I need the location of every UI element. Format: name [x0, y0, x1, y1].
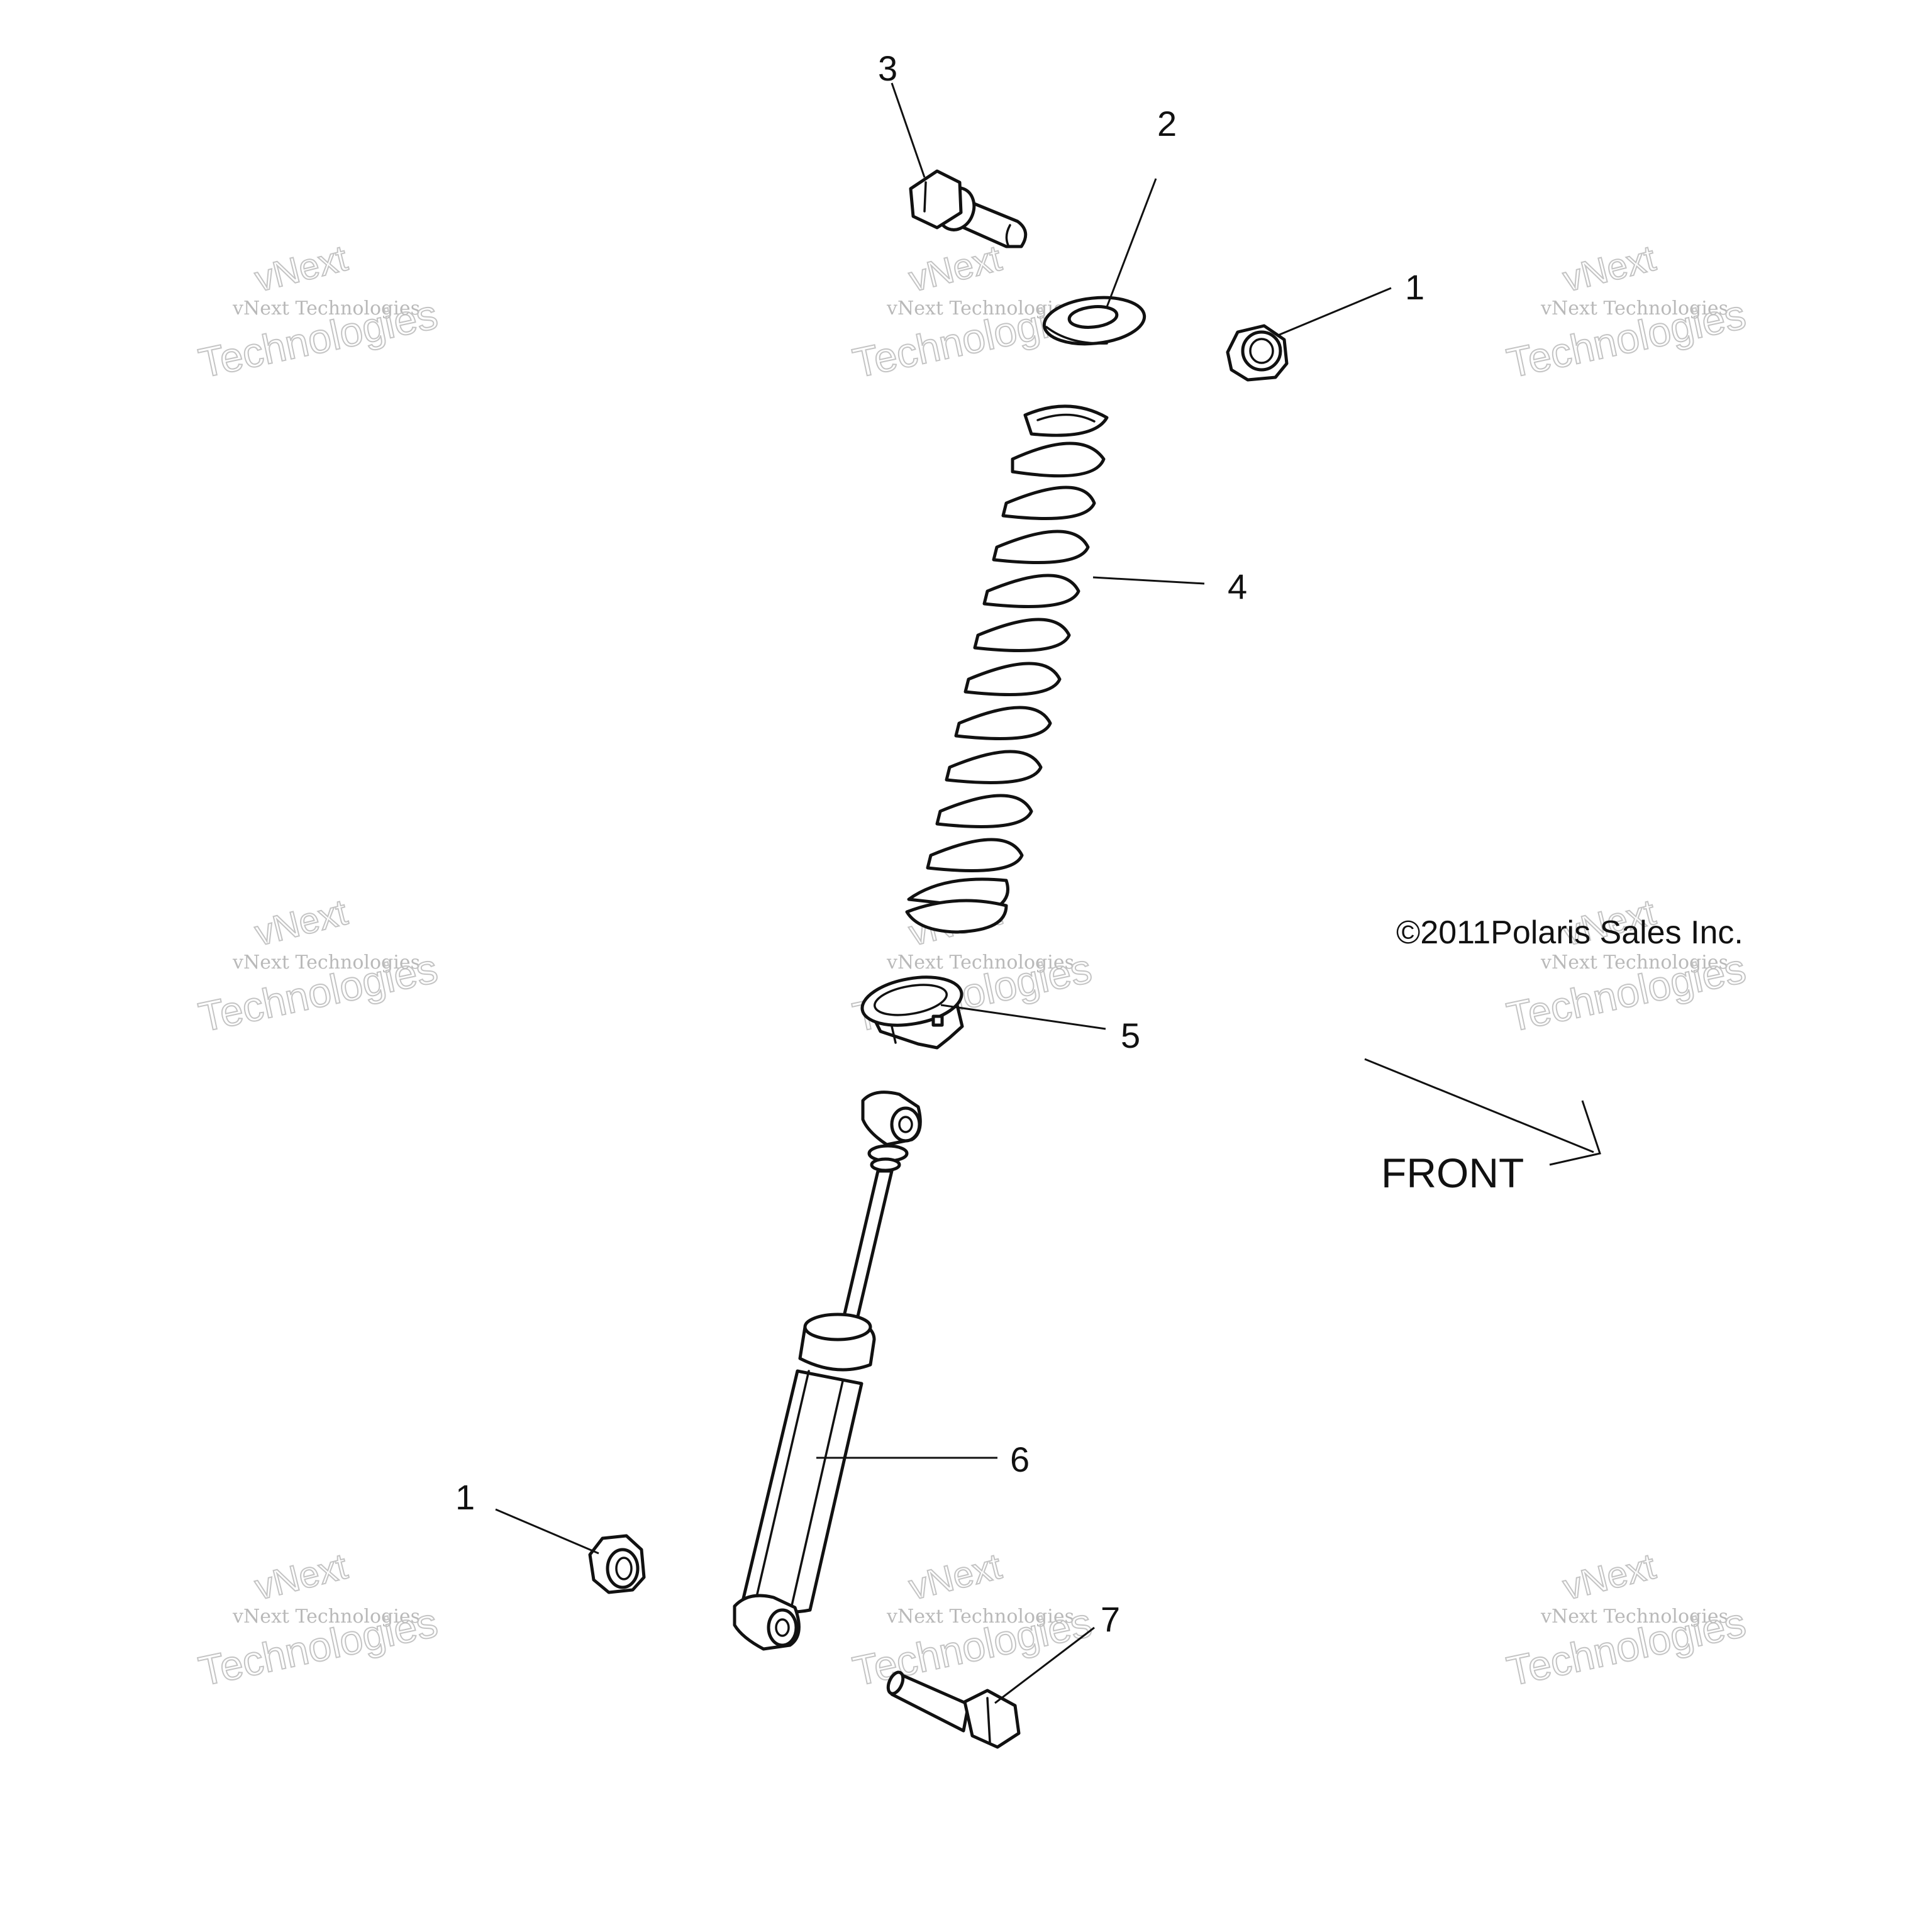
leader-7 [994, 1626, 1095, 1704]
callout-labels: 3 2 1 4 5 6 1 7 [455, 48, 1424, 1639]
watermark: vNext vNext Technologies Technologies [194, 891, 442, 1041]
copyright-text: ©2011Polaris Sales Inc. [1396, 914, 1743, 951]
leader-1-bottom [495, 1508, 599, 1555]
upper-nut [1226, 324, 1289, 382]
watermark: vNext vNext Technologies Technologies [848, 1545, 1096, 1696]
watermark-line1: vNext [251, 238, 352, 300]
watermark-line1: vNext [905, 1546, 1006, 1608]
watermark: vNext vNext Technologies Technologies [1502, 1545, 1750, 1696]
leader-5 [940, 1004, 1106, 1030]
front-direction-indicator: FRONT [1364, 1058, 1601, 1196]
callout-6: 6 [1010, 1440, 1030, 1479]
callout-2: 2 [1157, 104, 1177, 143]
watermark-line2: vNext Technologies [1540, 1606, 1728, 1628]
watermark-line2: vNext Technologies [886, 1606, 1074, 1628]
watermark-line1: vNext [1559, 238, 1660, 300]
watermark-group: vNext vNext Technologies Technologies vN… [194, 237, 1750, 1696]
watermark-line2: vNext Technologies [886, 297, 1074, 319]
callout-7: 7 [1101, 1599, 1120, 1639]
watermark-line2: vNext Technologies [886, 952, 1074, 974]
leader-3 [891, 82, 926, 178]
front-label: FRONT [1381, 1150, 1524, 1196]
leader-1-top [1276, 287, 1392, 337]
watermark-line2: vNext Technologies [232, 1606, 420, 1628]
watermark-line2: vNext Technologies [1540, 952, 1728, 974]
front-arrow-line [1364, 1058, 1594, 1153]
watermark: vNext vNext Technologies Technologies [1502, 237, 1750, 387]
callout-4: 4 [1228, 567, 1247, 606]
leader-4 [1092, 576, 1205, 585]
shock-absorber [733, 1091, 922, 1651]
watermark-line2: vNext Technologies [1540, 297, 1728, 319]
watermark: vNext vNext Technologies Technologies [194, 1545, 442, 1696]
callout-5: 5 [1121, 1016, 1140, 1055]
coil-spring [905, 404, 1109, 934]
upper-bolt [909, 169, 1028, 248]
callout-1-top: 1 [1405, 267, 1424, 307]
upper-washer [1042, 296, 1146, 346]
watermark-line2: vNext Technologies [232, 297, 420, 319]
watermark-line1: vNext [905, 238, 1006, 300]
lower-bolt [886, 1670, 1021, 1749]
front-arrow-head-icon [1549, 1100, 1601, 1166]
leader-lines [495, 82, 1392, 1704]
spring-retainer [860, 975, 964, 1050]
lower-nut [588, 1534, 646, 1594]
watermark-line1: vNext [1559, 1546, 1660, 1608]
leader-2 [1106, 178, 1157, 308]
watermark-line2: vNext Technologies [232, 952, 420, 974]
callout-1-bottom: 1 [455, 1477, 475, 1517]
watermark-line1: vNext [251, 1546, 352, 1608]
watermark-line1: vNext [251, 892, 352, 954]
watermark: vNext vNext Technologies Technologies [194, 237, 442, 387]
callout-3: 3 [878, 48, 897, 88]
